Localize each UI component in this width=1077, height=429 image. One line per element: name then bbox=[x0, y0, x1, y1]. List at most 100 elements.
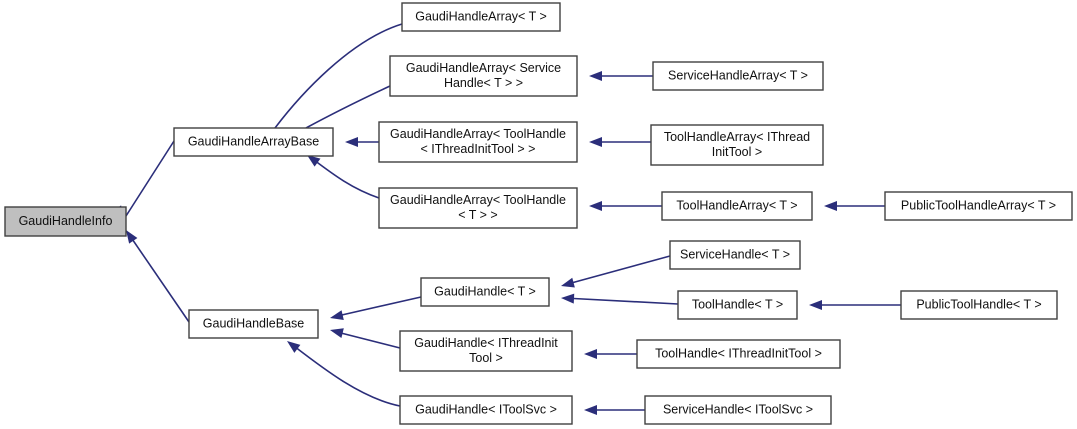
node-box[interactable] bbox=[378, 187, 578, 229]
class-node-service_handle_array_t[interactable]: ServiceHandleArray< T > bbox=[652, 61, 824, 91]
edge-public_tool_handle_array_t-to-tool_handle_array_t bbox=[824, 201, 885, 211]
edge-gaudi_handle_base-to-gaudi_handle_info bbox=[126, 230, 190, 323]
edge-gaudi_handle_array_tool_handle_t-to-gaudi_handle_array_base bbox=[307, 155, 380, 199]
class-node-gaudi_handle_array_service_handle_t[interactable]: GaudiHandleArray< ServiceHandle< T > > bbox=[389, 55, 578, 97]
edge-gaudi_handle_array_tool_handle_ithreadinittool-to-gaudi_handle_array_base bbox=[345, 137, 379, 147]
arrowhead-icon bbox=[307, 155, 321, 167]
class-node-public_tool_handle_t[interactable]: PublicToolHandle< T > bbox=[900, 290, 1058, 320]
edge-gaudi_handle_t-to-gaudi_handle_base bbox=[330, 296, 422, 320]
class-node-public_tool_handle_array_t[interactable]: PublicToolHandleArray< T > bbox=[884, 191, 1073, 221]
class-node-tool_handle_t[interactable]: ToolHandle< T > bbox=[677, 290, 798, 320]
arrowhead-icon bbox=[824, 201, 837, 211]
edge-service_handle_t-to-gaudi_handle_t bbox=[561, 255, 671, 288]
class-node-tool_handle_ithreadinittool[interactable]: ToolHandle< IThreadInitTool > bbox=[636, 339, 841, 369]
class-node-gaudi_handle_info[interactable]: GaudiHandleInfo bbox=[4, 206, 127, 237]
edge-line bbox=[289, 342, 401, 407]
node-label: GaudiHandleArray< Service bbox=[406, 61, 561, 75]
node-label: GaudiHandleArray< ToolHandle bbox=[390, 127, 566, 141]
arrowhead-icon bbox=[345, 137, 358, 147]
class-node-service_handle_t[interactable]: ServiceHandle< T > bbox=[669, 240, 801, 270]
edge-gaudi_handle_ithreadinittool-to-gaudi_handle_base bbox=[330, 328, 401, 349]
node-label: GaudiHandleInfo bbox=[19, 214, 113, 228]
node-label: PublicToolHandle< T > bbox=[916, 297, 1041, 311]
node-box[interactable] bbox=[401, 2, 561, 32]
edge-line bbox=[563, 297, 679, 305]
edge-tool_handle_array_ithreadinittool-to-gaudi_handle_array_tool_handle_ithreadinittool bbox=[589, 137, 651, 147]
edge-tool_handle_t-to-gaudi_handle_t bbox=[561, 293, 679, 305]
class-node-gaudi_handle_base[interactable]: GaudiHandleBase bbox=[188, 309, 319, 339]
node-box[interactable] bbox=[650, 124, 824, 166]
node-box[interactable] bbox=[173, 127, 334, 157]
arrowhead-icon bbox=[589, 201, 602, 211]
node-box[interactable] bbox=[420, 277, 550, 307]
node-box[interactable] bbox=[4, 206, 127, 237]
arrowhead-icon bbox=[126, 230, 138, 244]
node-label: GaudiHandleArray< T > bbox=[415, 9, 547, 23]
node-box[interactable] bbox=[636, 339, 841, 369]
arrowhead-icon bbox=[287, 341, 301, 353]
class-node-gaudi_handle_ithreadinittool[interactable]: GaudiHandle< IThreadInitTool > bbox=[399, 330, 573, 372]
class-node-gaudi_handle_t[interactable]: GaudiHandle< T > bbox=[420, 277, 550, 307]
class-node-tool_handle_array_t[interactable]: ToolHandleArray< T > bbox=[661, 191, 813, 221]
node-label: GaudiHandleArrayBase bbox=[188, 134, 319, 148]
node-label: Handle< T > > bbox=[444, 76, 523, 90]
arrowhead-icon bbox=[809, 300, 822, 310]
node-label: GaudiHandle< IToolSvc > bbox=[415, 402, 557, 416]
edge-line bbox=[332, 330, 401, 349]
node-box[interactable] bbox=[661, 191, 813, 221]
node-box[interactable] bbox=[644, 395, 832, 425]
edge-line bbox=[332, 296, 422, 318]
arrowhead-icon bbox=[330, 310, 344, 320]
nodes-layer: GaudiHandleInfoGaudiHandleArrayBaseGaudi… bbox=[4, 2, 1073, 425]
edge-service_handle_array_t-to-gaudi_handle_array_service_handle_t bbox=[589, 71, 653, 81]
arrowhead-icon bbox=[589, 137, 602, 147]
node-box[interactable] bbox=[677, 290, 798, 320]
node-label: ToolHandle< T > bbox=[692, 297, 783, 311]
edge-line bbox=[274, 23, 403, 129]
edge-line bbox=[127, 232, 190, 323]
node-label: GaudiHandleBase bbox=[203, 316, 305, 330]
edge-line bbox=[305, 85, 391, 129]
node-box[interactable] bbox=[884, 191, 1073, 221]
node-box[interactable] bbox=[652, 61, 824, 91]
class-node-gaudi_handle_array_tool_handle_ithreadinittool[interactable]: GaudiHandleArray< ToolHandle< IThreadIni… bbox=[378, 121, 578, 163]
edge-gaudi_handle_itoolsvc-to-gaudi_handle_base bbox=[287, 341, 401, 407]
node-box[interactable] bbox=[378, 121, 578, 163]
node-label: ServiceHandleArray< T > bbox=[668, 68, 808, 82]
node-box[interactable] bbox=[188, 309, 319, 339]
class-node-gaudi_handle_array_base[interactable]: GaudiHandleArrayBase bbox=[173, 127, 334, 157]
node-box[interactable] bbox=[399, 395, 573, 425]
node-box[interactable] bbox=[389, 55, 578, 97]
node-label: InitTool > bbox=[712, 145, 762, 159]
node-label: GaudiHandle< T > bbox=[434, 284, 536, 298]
node-label: ServiceHandle< IToolSvc > bbox=[663, 402, 813, 416]
node-label: < T > > bbox=[458, 208, 498, 222]
edge-line bbox=[125, 140, 175, 217]
node-box[interactable] bbox=[669, 240, 801, 270]
class-node-tool_handle_array_ithreadinittool[interactable]: ToolHandleArray< IThreadInitTool > bbox=[650, 124, 824, 166]
arrowhead-icon bbox=[584, 349, 597, 359]
node-label: GaudiHandle< IThreadInit bbox=[414, 336, 558, 350]
node-label: ToolHandleArray< IThread bbox=[664, 130, 810, 144]
arrowhead-icon bbox=[330, 328, 344, 338]
node-label: GaudiHandleArray< ToolHandle bbox=[390, 193, 566, 207]
node-label: ToolHandleArray< T > bbox=[676, 198, 797, 212]
edge-line bbox=[309, 156, 380, 199]
class-node-service_handle_itoolsvc[interactable]: ServiceHandle< IToolSvc > bbox=[644, 395, 832, 425]
class-node-gaudi_handle_array_t[interactable]: GaudiHandleArray< T > bbox=[401, 2, 561, 32]
edge-line bbox=[563, 255, 671, 286]
class-node-gaudi_handle_array_tool_handle_t[interactable]: GaudiHandleArray< ToolHandle< T > > bbox=[378, 187, 578, 229]
node-label: ToolHandle< IThreadInitTool > bbox=[655, 346, 822, 360]
arrowhead-icon bbox=[561, 277, 575, 288]
class-node-gaudi_handle_itoolsvc[interactable]: GaudiHandle< IToolSvc > bbox=[399, 395, 573, 425]
edge-tool_handle_array_t-to-gaudi_handle_array_tool_handle_t bbox=[589, 201, 662, 211]
edge-public_tool_handle_t-to-tool_handle_t bbox=[809, 300, 901, 310]
node-label: < IThreadInitTool > > bbox=[420, 142, 535, 156]
node-label: ServiceHandle< T > bbox=[680, 247, 790, 261]
node-box[interactable] bbox=[399, 330, 573, 372]
edge-service_handle_itoolsvc-to-gaudi_handle_itoolsvc bbox=[584, 405, 645, 415]
node-box[interactable] bbox=[900, 290, 1058, 320]
arrowhead-icon bbox=[584, 405, 597, 415]
